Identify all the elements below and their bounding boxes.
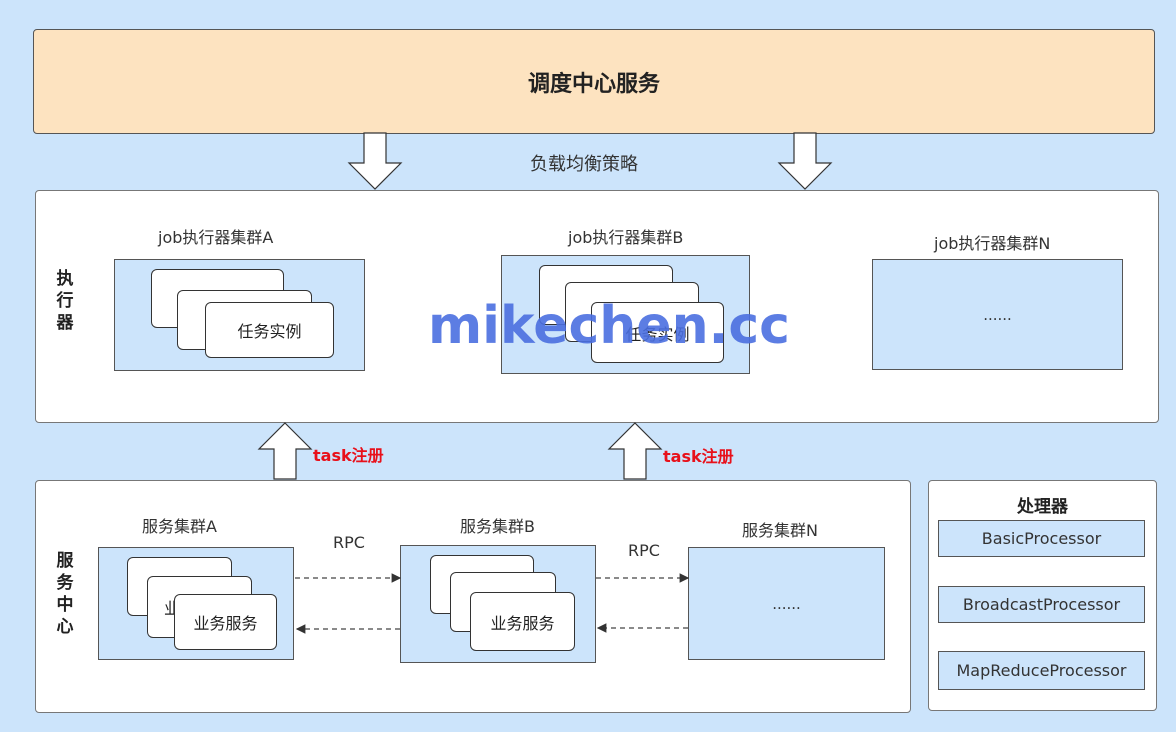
executor-cluster-a-title: job执行器集群A — [158, 228, 274, 247]
task-register-label: task注册 — [313, 446, 384, 465]
down-arrow-icon — [777, 132, 833, 190]
side-char: 心 — [56, 617, 74, 637]
business-service-label: 业务服务 — [490, 613, 555, 633]
ellipsis-placeholder: ...... — [983, 305, 1012, 324]
task-instance-label: 任务实例 — [625, 324, 690, 344]
side-char: 务 — [56, 573, 74, 593]
scheduler-service-box: 调度中心服务 — [33, 29, 1155, 134]
down-arrow-icon — [347, 132, 403, 190]
service-cluster-n-title: 服务集群N — [742, 521, 818, 540]
task-instance-card: 任务实例 — [205, 302, 334, 358]
rpc-label: RPC — [628, 541, 660, 560]
side-char: 服 — [56, 551, 74, 571]
business-service-card: 业务服务 — [174, 594, 277, 650]
service-center-side-label: 服 务 中 心 — [54, 550, 76, 638]
processor-title: 处理器 — [1017, 497, 1068, 517]
up-arrow-icon — [607, 422, 663, 480]
ellipsis-placeholder: ...... — [772, 594, 801, 613]
load-balance-label: 负载均衡策略 — [530, 154, 638, 175]
task-instance-label: 任务实例 — [237, 322, 302, 341]
side-char: 中 — [56, 595, 74, 615]
side-char: 执 — [56, 269, 74, 289]
executor-cluster-n: ...... — [872, 259, 1123, 370]
processor-item: MapReduceProcessor — [938, 651, 1145, 690]
task-register-label: task注册 — [663, 447, 734, 466]
business-service-card: 业务服务 — [470, 592, 575, 651]
side-char: 行 — [56, 291, 74, 311]
processor-item: BroadcastProcessor — [938, 586, 1145, 623]
service-cluster-n: ...... — [688, 547, 885, 660]
service-cluster-a-title: 服务集群A — [142, 517, 217, 536]
executor-side-label: 执 行 器 — [54, 268, 76, 334]
task-instance-card: 任务实例 — [591, 302, 724, 363]
rpc-label: RPC — [333, 533, 365, 552]
side-char: 器 — [56, 313, 74, 333]
executor-cluster-n-title: job执行器集群N — [934, 234, 1051, 253]
up-arrow-icon — [257, 422, 313, 480]
watermark: mikechen.cc — [428, 296, 790, 356]
business-service-label: 业务服务 — [193, 614, 258, 633]
scheduler-title: 调度中心服务 — [527, 71, 660, 97]
service-cluster-b-title: 服务集群B — [460, 517, 535, 536]
processor-item: BasicProcessor — [938, 520, 1145, 557]
executor-cluster-b-title: job执行器集群B — [568, 228, 684, 247]
